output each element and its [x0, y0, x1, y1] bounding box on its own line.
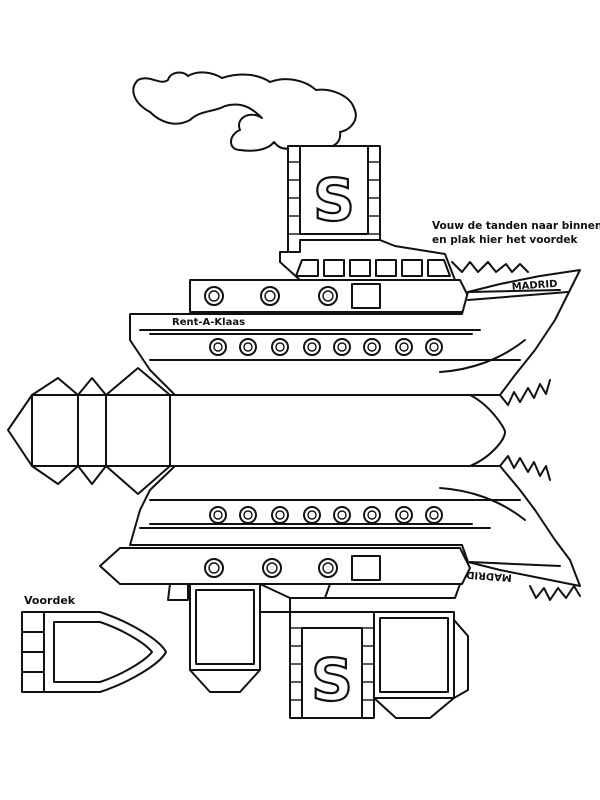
- funnel-letter-bottom: S: [311, 646, 353, 714]
- bow-teeth-top: [451, 261, 529, 273]
- deckhouse-portholes-bottom: [204, 558, 338, 578]
- ship-name-top: MADRID: [511, 279, 557, 293]
- keel-panel: [169, 394, 506, 467]
- funnel-letter-top: S: [313, 166, 355, 234]
- deckhouse-door-top: [351, 283, 381, 309]
- bow-teeth-bottom: [529, 585, 581, 601]
- bridge-windows-top: [295, 259, 451, 277]
- hull-portholes-bottom: [209, 506, 443, 524]
- funnel-bottom: [289, 611, 375, 719]
- instruction-line-1: Vouw de tanden naar binnen: [432, 220, 600, 232]
- voordek-piece: [21, 611, 167, 693]
- bridge-flaps-bottom: [167, 583, 469, 719]
- ship-name-bottom: MADRID: [466, 569, 512, 583]
- instruction-line-2: en plak hier het voordek: [432, 234, 578, 246]
- rent-a-klaas-label: Rent-A-Klaas: [172, 317, 245, 328]
- voordek-label: Voordek: [24, 594, 76, 607]
- deckhouse-portholes-top: [204, 286, 338, 306]
- hull-bottom: [129, 465, 581, 587]
- hull-portholes-top: [209, 338, 443, 356]
- hull-top: [129, 269, 581, 396]
- deckhouse-top: [189, 279, 471, 313]
- smoke-cloud: [132, 71, 357, 152]
- deckhouse-bottom: [99, 547, 471, 585]
- stern-box: [7, 367, 171, 495]
